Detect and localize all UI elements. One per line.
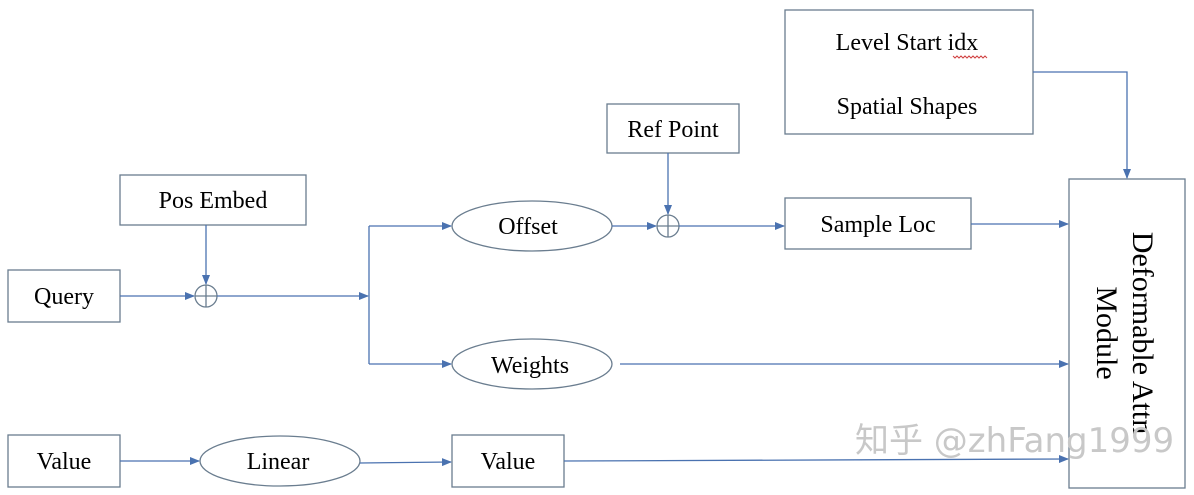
sample-loc-label: Sample Loc xyxy=(820,212,935,238)
pos-embed-box xyxy=(119,174,307,226)
spellcheck-squiggle xyxy=(952,55,988,59)
pos-embed-label: Pos Embed xyxy=(159,188,268,214)
deformable-attn-label-line2: Module xyxy=(1090,286,1123,379)
ref-point-label: Ref Point xyxy=(627,117,719,143)
sample-loc-box xyxy=(784,197,972,250)
spatial-shapes-label: Spatial Shapes xyxy=(837,94,978,120)
value-output-label: Value xyxy=(481,449,536,475)
query-label: Query xyxy=(34,284,94,310)
arrow-level-to-deform xyxy=(1033,71,1131,179)
query-box xyxy=(7,269,121,323)
arrow-value-to-deform xyxy=(563,455,1069,464)
value-input-box xyxy=(7,434,121,488)
ref-point-box xyxy=(606,103,740,154)
weights-label: Weights xyxy=(491,353,569,379)
watermark-text: 知乎 @zhFang1999 xyxy=(855,421,1174,461)
linear-ellipse xyxy=(199,435,361,487)
deformable-attn-box xyxy=(1068,178,1186,489)
offset-label: Offset xyxy=(498,214,558,240)
sum-node-pos xyxy=(194,284,218,308)
level-start-idx-label: Level Start idx xyxy=(836,30,979,56)
value-output-box xyxy=(451,434,565,488)
deformable-attn-label-line1: Deformable Attn xyxy=(1126,232,1159,434)
arrow-linear-to-value xyxy=(359,458,452,467)
level-shapes-box xyxy=(784,9,1034,135)
linear-label: Linear xyxy=(247,449,310,475)
value-input-label: Value xyxy=(37,449,92,475)
sum-node-ref xyxy=(656,214,680,238)
weights-ellipse xyxy=(451,338,613,390)
